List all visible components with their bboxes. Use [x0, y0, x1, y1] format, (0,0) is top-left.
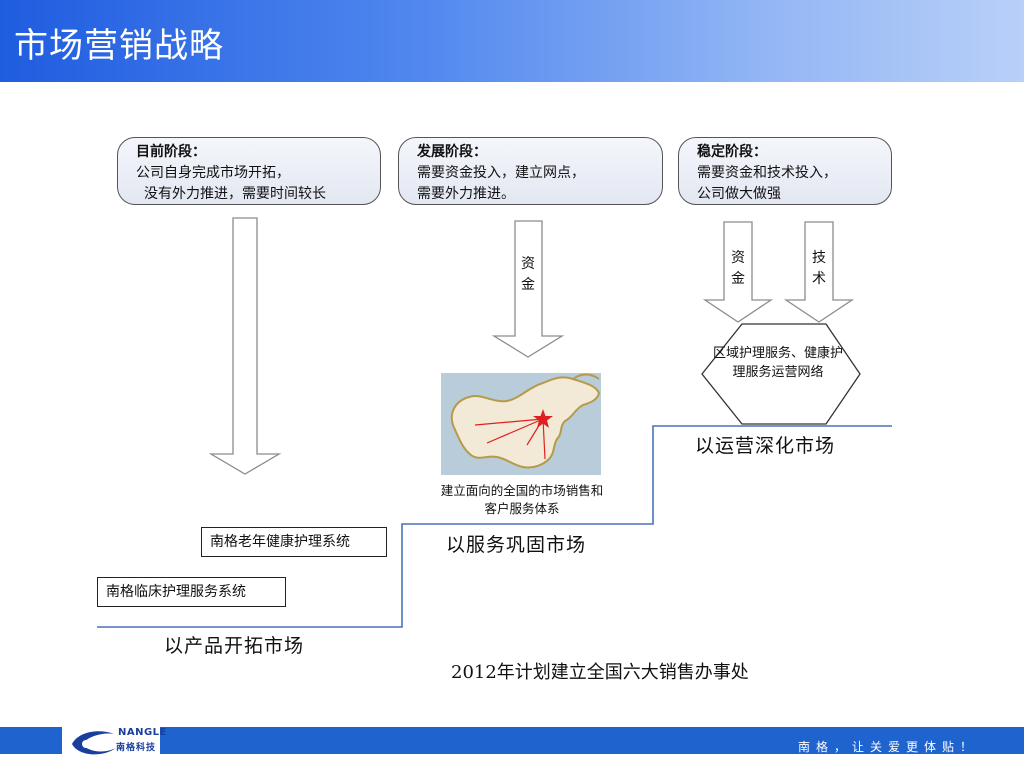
stage-development: 发展阶段： 需要资金投入，建立网点， 需要外力推进。: [398, 137, 663, 205]
clinical-care-system-box: 南格临床护理服务系统: [97, 577, 286, 607]
stage-current: 目前阶段： 公司自身完成市场开拓， 没有外力推进，需要时间较长: [117, 137, 381, 205]
stage-development-title: 发展阶段：: [417, 144, 487, 160]
funding-arrow-label: 资金: [521, 256, 535, 293]
plan-text: 2012年计划建立全国六大销售办事处: [451, 662, 749, 683]
footer: 南格，让关爱更体贴！: [0, 722, 1024, 768]
stage-current-line1: 公司自身完成市场开拓，: [136, 165, 290, 181]
step-label-product: 以产品开拓市场: [164, 635, 305, 657]
china-map: [441, 373, 601, 475]
stage-development-line2: 需要外力推进。: [417, 186, 515, 202]
stage-stable: 稳定阶段： 需要资金和技术投入， 公司做大做强: [678, 137, 892, 205]
market-step-line: [97, 425, 892, 628]
china-map-graphic: [441, 373, 601, 475]
footer-bar: 南格，让关爱更体贴！: [160, 727, 1024, 754]
stage-stable-title: 稳定阶段：: [697, 144, 767, 160]
stable-funding-arrow-label: 资金: [731, 250, 745, 287]
stage-stable-line1: 需要资金和技术投入，: [697, 165, 837, 181]
step-label-operation: 以运营深化市场: [695, 435, 836, 457]
map-caption: 建立面向的全国的市场销售和客户服务体系: [440, 483, 604, 516]
funding-down-arrow: [491, 220, 565, 358]
china-outline: [450, 376, 601, 469]
logo-text-en: NANGLE: [118, 727, 167, 738]
stage-stable-line2: 公司做大做强: [697, 186, 781, 202]
logo-swoosh-icon: [72, 731, 116, 755]
network-hexagon: [701, 323, 861, 425]
footer-slogan: 南格，让关爱更体贴！: [797, 740, 978, 754]
footer-bar-left: [0, 727, 62, 754]
stage-development-line1: 需要资金投入，建立网点，: [417, 165, 585, 181]
stage-current-line2: 没有外力推进，需要时间较长: [144, 186, 326, 202]
stable-tech-arrow: [783, 221, 855, 323]
step-label-service: 以服务巩固市场: [446, 534, 587, 556]
capital-star: [533, 409, 553, 428]
stable-funding-arrow: [702, 221, 774, 323]
elderly-care-system-box: 南格老年健康护理系统: [201, 527, 387, 557]
company-logo: [64, 722, 160, 762]
logo-text-cn: 南格科技: [116, 743, 157, 753]
stage-current-title: 目前阶段：: [136, 144, 206, 160]
page-title: 市场营销战略: [14, 26, 224, 66]
long-down-arrow: [208, 217, 282, 475]
stable-tech-arrow-label: 技术: [812, 250, 826, 287]
hexagon-text: 区域护理服务、健康护理服务运营网络: [712, 346, 843, 380]
title-banner: 市场营销战略: [0, 0, 1024, 82]
